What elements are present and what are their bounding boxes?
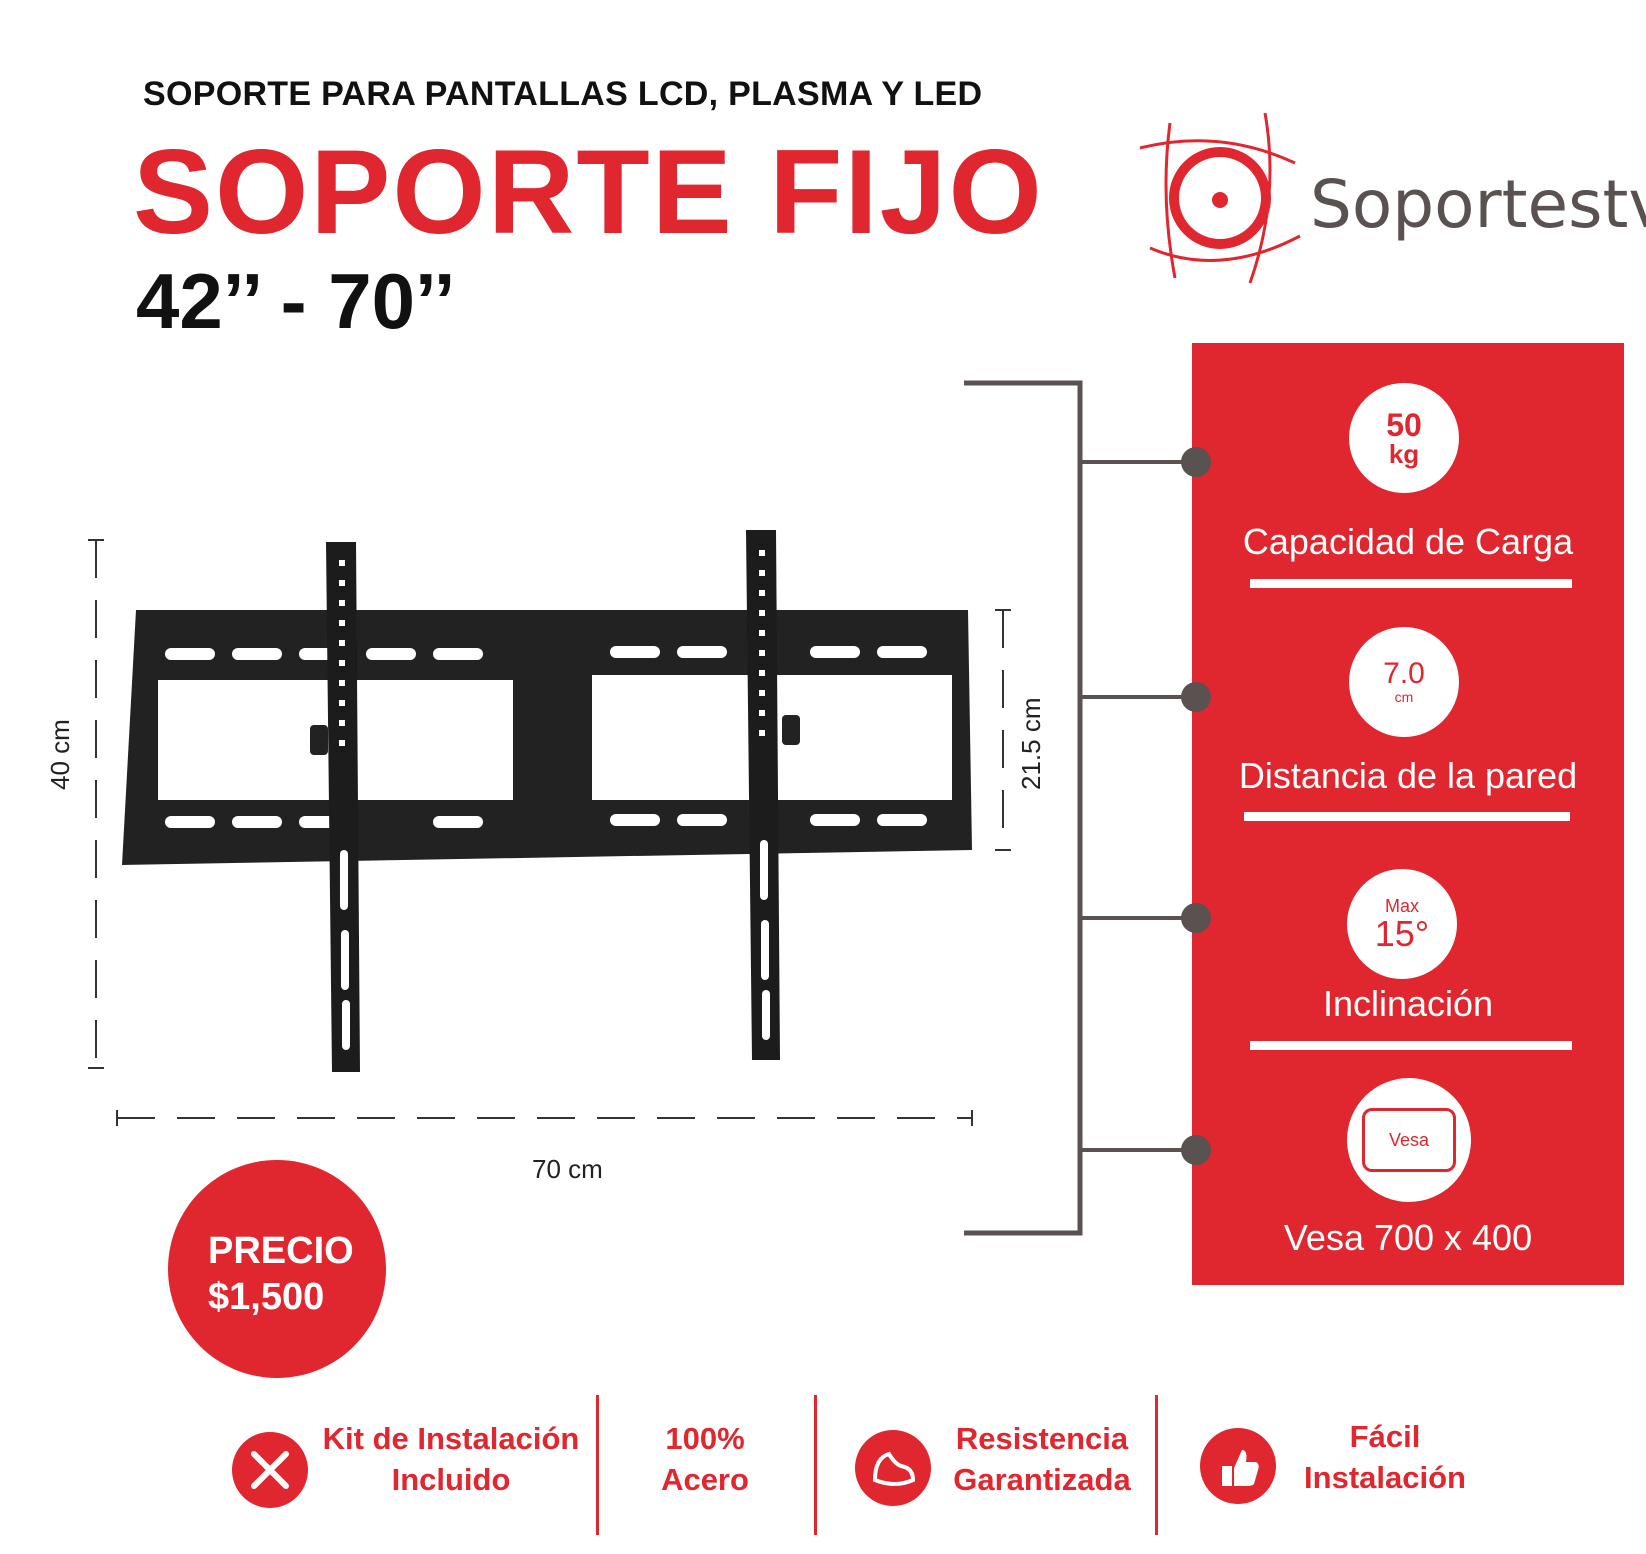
bottom-divider (1155, 1395, 1158, 1535)
weight-icon: 50 kg (1349, 383, 1459, 493)
resistencia-text: Resistencia Garantizada (942, 1418, 1142, 1500)
height-dimension-label: 40 cm (45, 719, 75, 790)
bottom-divider (596, 1395, 599, 1535)
weight-value: 50 (1386, 407, 1422, 443)
facil-line1: Fácil (1349, 1419, 1421, 1454)
connector-dot (1181, 1135, 1211, 1165)
target-swirl-logo-icon (1139, 112, 1301, 284)
product-title: SOPORTE FIJO (133, 125, 1044, 259)
screen-size-range: 42’’ - 70’’ (136, 257, 456, 345)
connector-dot (1181, 682, 1211, 712)
feature-label-vesa: Vesa 700 x 400 (1283, 1217, 1533, 1258)
price-badge: PRECIO $1,500 (168, 1160, 386, 1378)
feature-label-distance: Distancia de la pared (1238, 755, 1578, 796)
bottom-divider (814, 1395, 817, 1535)
connector-dot (1181, 447, 1211, 477)
facil-line2: Instalación (1304, 1460, 1466, 1495)
tools-icon (232, 1432, 308, 1508)
facil-instalacion-text: Fácil Instalación (1290, 1416, 1480, 1498)
distance-icon: 7.0 cm (1349, 627, 1459, 737)
feature-divider (1250, 1041, 1572, 1050)
kit-line1: Kit de Instalación (322, 1421, 580, 1456)
features-panel: 50 kg Capacidad de Carga 7.0 cm Distanci… (1192, 343, 1624, 1285)
feature-divider (1244, 812, 1570, 821)
distance-unit: cm (1394, 689, 1414, 705)
vesa-icon-label: Vesa (1388, 1129, 1430, 1150)
resistencia-line1: Resistencia (955, 1421, 1129, 1456)
brand-name: Soportestv (1310, 166, 1646, 243)
feature-label-capacity: Capacidad de Carga (1242, 521, 1574, 562)
feature-connector-lines (964, 380, 1196, 1236)
muscle-arm-icon (855, 1430, 931, 1506)
width-dimension-label: 70 cm (532, 1154, 603, 1184)
price-label: PRECIO (208, 1230, 354, 1272)
acero-line1: 100% (665, 1421, 745, 1456)
tilt-value: 15° (1374, 913, 1430, 954)
feature-divider (1250, 579, 1572, 588)
feature-label-tilt: Inclinación (1322, 983, 1494, 1024)
kit-instalacion-text: Kit de Instalación Incluido (308, 1418, 594, 1500)
acero-text: 100% Acero (640, 1418, 770, 1500)
vesa-icon: Vesa (1347, 1078, 1471, 1202)
wall-mount-bracket-image (88, 530, 1011, 1126)
tilt-max-label: Max (1384, 896, 1419, 916)
resistencia-line2: Garantizada (953, 1462, 1131, 1497)
price-value: $1,500 (208, 1276, 325, 1318)
tilt-icon: Max 15° (1347, 869, 1457, 979)
acero-line2: Acero (661, 1462, 749, 1497)
vesa-plate-icon: Vesa (1362, 1108, 1456, 1172)
thumbs-up-icon (1200, 1428, 1276, 1504)
product-subtitle: SOPORTE PARA PANTALLAS LCD, PLASMA Y LED (143, 75, 983, 113)
weight-unit: kg (1388, 439, 1420, 469)
distance-value: 7.0 (1383, 657, 1425, 690)
kit-line2: Incluido (391, 1462, 511, 1497)
connector-dot (1181, 903, 1211, 933)
